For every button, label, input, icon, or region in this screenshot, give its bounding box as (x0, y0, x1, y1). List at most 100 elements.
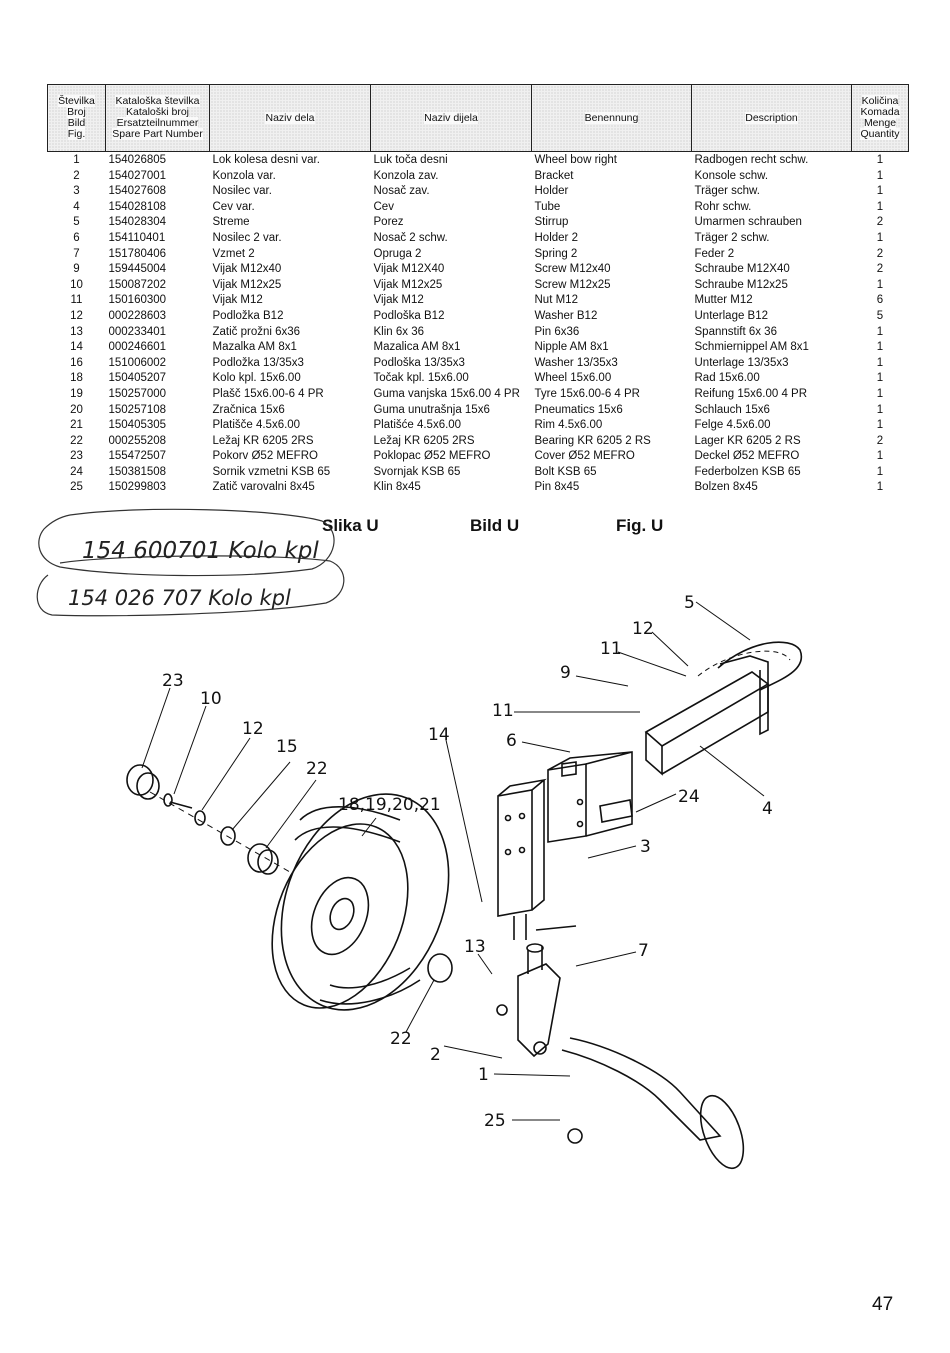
name-en-cell: Federbolzen KSB 65 (694, 465, 801, 478)
handwritten-notes: 154 600701 Kolo kpl 154 026 707 Kolo kpl (36, 508, 345, 617)
diagram-label: 1 (478, 1065, 489, 1085)
quantity-cell: 1 (876, 325, 884, 338)
name-de-cell: Spring 2 (534, 247, 578, 260)
name-sl-cell: Pokorv Ø52 MEFRO (212, 450, 318, 463)
name-de-cell: Pin 8x45 (534, 481, 580, 494)
part-number-cell: 150299803 (108, 481, 167, 494)
name-en-cell: Konsole schw. (694, 169, 769, 182)
name-de-cell: Stirrup (534, 216, 569, 229)
name-de-cell: Bracket (534, 169, 574, 182)
diagram-label: 5 (684, 593, 695, 613)
quantity-cell: 1 (876, 231, 884, 244)
part-number-cell: 150257000 (108, 387, 167, 400)
bearing-part (427, 953, 453, 983)
name-sl-cell: Nosilec 2 var. (212, 231, 282, 244)
fig-cell: 22 (70, 434, 83, 447)
name-sl-cell: Zatič varovalni 8x45 (212, 481, 315, 494)
header-name-hr: Naziv dijela (370, 84, 532, 152)
name-de-cell: Pneumatics 15x6 (534, 403, 623, 416)
fig-cell: 24 (70, 465, 83, 478)
part-number-cell: 154110401 (108, 231, 166, 244)
name-de-cell: Tube (534, 200, 561, 213)
quantity-cell: 6 (876, 294, 884, 307)
fig-cell: 7 (73, 247, 80, 260)
quantity-cell: 2 (876, 434, 884, 447)
diagram-label: 11 (492, 701, 514, 721)
name-en-cell: Umarmen schrauben (694, 216, 802, 229)
name-en-cell: Rad 15x6.00 (694, 372, 760, 385)
diagram-label: 18,19,20,21 (338, 795, 441, 815)
name-sl-cell: Plašč 15x6.00-6 4 PR (212, 387, 324, 400)
part-number-cell: 000246601 (108, 341, 167, 354)
name-sl-cell: Lok kolesa desni var. (212, 154, 320, 166)
quantity-cell: 2 (876, 263, 884, 276)
part-number-cell: 151006002 (108, 356, 167, 369)
name-hr-cell: Klin 6x 36 (373, 325, 425, 338)
name-en-cell: Träger schw. (694, 185, 760, 198)
figure-title-sl: Slika U (322, 516, 379, 535)
part-number-cell: 150405305 (108, 419, 167, 432)
fig-cell: 11 (70, 294, 83, 307)
rim (310, 876, 370, 956)
quantity-cell: 1 (876, 278, 884, 291)
handwritten-note: 154 600701 Kolo kpl (82, 538, 319, 564)
quantity-cell: 1 (876, 387, 884, 400)
quantity-cell: 1 (876, 356, 884, 369)
name-de-cell: Washer 13/35x3 (534, 356, 618, 369)
name-en-cell: Spannstift 6x 36 (694, 325, 777, 338)
name-sl-cell: Podložka B12 (212, 309, 284, 322)
name-de-cell: Wheel 15x6.00 (534, 372, 612, 385)
diagram-label: 12 (242, 719, 264, 739)
diagram-label: 9 (560, 663, 571, 683)
quantity-cell: 1 (876, 403, 884, 416)
diagram-label: 2 (430, 1045, 441, 1065)
name-de-cell: Screw M12x25 (534, 278, 611, 291)
part-number-cell: 000233401 (108, 325, 167, 338)
name-en-cell: Reifung 15x6.00 4 PR (694, 387, 808, 400)
cover-part (126, 764, 154, 796)
header-name-de: Benennung (531, 84, 692, 152)
part-number-cell: 154028304 (108, 216, 167, 229)
part-number-cell: 151780406 (108, 247, 167, 260)
fig-cell: 4 (73, 200, 80, 213)
exploded-diagram: 23 10 12 15 22 18,19,20,21 14 13 22 2 1 … (126, 593, 803, 1170)
diagram-label: 10 (200, 689, 222, 709)
quantity-cell: 1 (876, 341, 884, 354)
part-number-cell: 154027608 (108, 185, 167, 198)
name-sl-cell: Platišče 4.5x6.00 (212, 419, 301, 432)
diagram-label: 11 (600, 639, 622, 659)
name-sl-cell: Zračnica 15x6 (212, 403, 285, 416)
part-number-cell: 000255208 (108, 434, 167, 447)
fig-cell: 16 (70, 356, 83, 369)
name-en-cell: Mutter M12 (694, 294, 753, 307)
handwritten-note: 154 026 707 Kolo kpl (68, 586, 291, 610)
diagram-label: 23 (162, 671, 184, 691)
name-hr-cell: Vijak M12X40 (373, 263, 445, 276)
fig-cell: 13 (70, 325, 83, 338)
name-hr-cell: Nosač 2 schw. (373, 231, 448, 244)
name-hr-cell: Klin 8x45 (373, 481, 421, 494)
name-de-cell: Pin 6x36 (534, 325, 580, 338)
ellipse-mark (38, 508, 335, 577)
name-hr-cell: Cev (373, 200, 394, 213)
quantity-cell: 1 (876, 419, 884, 432)
part-number-cell: 000228603 (108, 309, 167, 322)
diagram-label: 12 (632, 619, 654, 639)
name-de-cell: Holder (534, 185, 569, 198)
diagram-label: 13 (464, 937, 486, 957)
bracket-part (517, 963, 561, 1058)
ellipse-mark (36, 555, 345, 617)
diagram-label: 24 (678, 787, 700, 807)
name-en-cell: Schlauch 15x6 (694, 403, 770, 416)
